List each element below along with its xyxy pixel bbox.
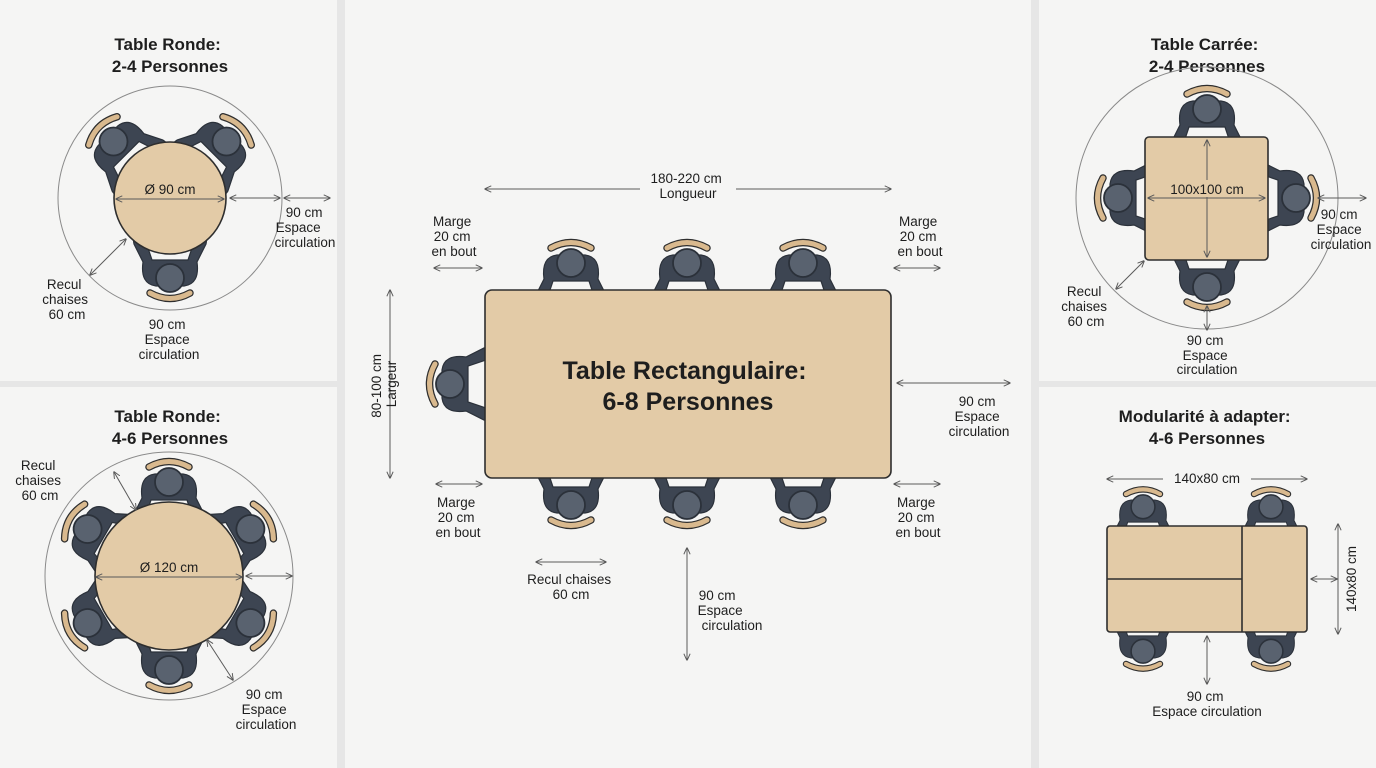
- round-large-recul-arrow: [114, 472, 136, 510]
- round-large-clearance-circle: [44, 451, 294, 701]
- round-small-right-label: 90 cm Espace circulation: [275, 205, 336, 250]
- rect-bottom-label: 90 cm Espace circulation: [698, 588, 763, 633]
- round-large-bottom-arrow: [207, 640, 233, 680]
- square-bottom-label: 90 cm Espace circulation: [1177, 333, 1238, 377]
- round-large-diameter: Ø 120 cm: [140, 560, 199, 575]
- square-left-label: Recul chaises 60 cm: [1061, 284, 1111, 329]
- modular-side-dim: 140x80 cm: [1344, 546, 1359, 612]
- rect-title: Table Rectangulaire: 6-8 Personnes: [563, 357, 814, 416]
- panel-square: Table Carrée: 2-4 Personnes 100x100 cm 9…: [1061, 35, 1371, 377]
- round-small-bottom-label: 90 cm Espace circulation: [139, 317, 200, 362]
- round-large-bottom-label: 90 cm Espace circulation: [236, 687, 297, 732]
- round-small-left-label: Recul chaises 60 cm: [42, 277, 92, 322]
- round-small-title: Table Ronde: 2-4 Personnes: [112, 35, 228, 76]
- panel-modular: Modularité à adapter: 4-6 Personnes 140x…: [1106, 407, 1361, 719]
- round-small-recul-arrow: [90, 239, 126, 275]
- panel-rectangular: 180-220 cm Longueur Marge 20 cm en bout …: [369, 171, 1010, 660]
- rect-margin-label-bottom-right: Marge 20 cm en bout: [895, 495, 940, 540]
- square-right-label: 90 cm Espace circulation: [1311, 207, 1372, 252]
- rect-length-label: 180-220 cm Longueur: [650, 171, 725, 201]
- rect-right-label: 90 cm Espace circulation: [949, 394, 1010, 439]
- square-recul-arrow: [1116, 261, 1144, 289]
- modular-top-dim: 140x80 cm: [1174, 471, 1240, 486]
- square-title: Table Carrée: 2-4 Personnes: [1149, 35, 1265, 76]
- round-small-clearance-circle: [57, 85, 283, 311]
- rectangular-table: [484, 289, 892, 479]
- rect-recul-label: Recul chaises 60 cm: [527, 572, 615, 602]
- panel-round-small: Table Ronde: 2-4 Personnes Ø 90 cm 90 cm…: [42, 35, 335, 362]
- round-small-diameter: Ø 90 cm: [144, 182, 195, 197]
- round-small-table: [113, 141, 227, 255]
- rect-margin-label-bottom-left: Marge 20 cm en bout: [435, 495, 480, 540]
- modular-title: Modularité à adapter: 4-6 Personnes: [1119, 407, 1296, 448]
- rect-margin-label-top-left: Marge 20 cm en bout: [431, 214, 476, 259]
- rect-width-label: 80-100 cm Largeur: [369, 350, 399, 418]
- modular-bottom-label: 90 cm Espace circulation: [1152, 689, 1262, 719]
- round-large-left-label: Recul chaises 60 cm: [15, 458, 65, 503]
- square-size: 100x100 cm: [1170, 182, 1244, 197]
- round-large-title: Table Ronde: 4-6 Personnes: [112, 407, 228, 448]
- round-large-table: [94, 501, 244, 651]
- rect-margin-label-top-right: Marge 20 cm en bout: [897, 214, 942, 259]
- panel-round-large: Table Ronde: 4-6 Personnes Ø 120 cm Recu…: [15, 407, 296, 732]
